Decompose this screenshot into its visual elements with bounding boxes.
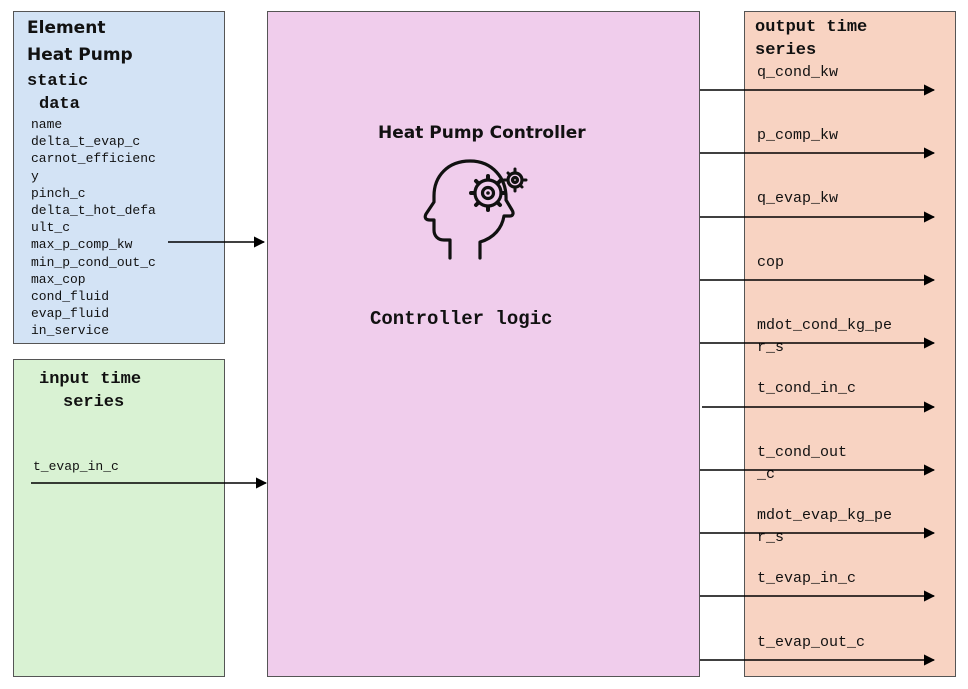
output-field: t_cond_in_c: [757, 380, 857, 397]
output-time-series-box: [744, 11, 956, 677]
output-field: q_evap_kw: [757, 190, 839, 207]
static-data-box: [13, 11, 225, 344]
static-field: in_service: [31, 323, 110, 339]
output-field: t_cond_out _c: [757, 444, 848, 483]
static-field: delta_t_hot_defa: [31, 203, 156, 219]
input-field: t_evap_in_c: [33, 459, 119, 474]
output-title-line1: output time: [755, 18, 868, 37]
static-field: max_cop: [31, 271, 86, 287]
static-field: min_p_cond_out_c: [31, 254, 156, 270]
static-field: pinch_c: [31, 185, 86, 201]
controller-box: [267, 11, 700, 677]
input-time-series-box: [13, 359, 225, 677]
output-field: t_evap_in_c: [757, 570, 857, 587]
controller-title: Heat Pump Controller: [378, 123, 586, 143]
static-field: max_p_comp_kw: [31, 237, 133, 253]
controller-logic-label: Controller logic: [370, 308, 553, 330]
static-field: cond_fluid: [31, 289, 110, 305]
input-title-line2: series: [63, 393, 125, 412]
output-field: p_comp_kw: [757, 127, 839, 144]
output-field: mdot_cond_kg_pe r_s: [757, 317, 893, 356]
static-field: evap_fluid: [31, 306, 110, 322]
element-label: Element: [27, 18, 106, 38]
data-label: data: [39, 95, 80, 114]
component-label: Heat Pump: [27, 45, 133, 65]
static-field: delta_t_evap_c: [31, 134, 141, 150]
static-field-list: name delta_t_evap_c carnot_efficienc y p…: [31, 116, 156, 340]
output-field: t_evap_out_c: [757, 634, 866, 651]
static-field: y: [31, 168, 39, 184]
static-field: ult_c: [31, 220, 71, 236]
head-with-gear-icon: [423, 159, 528, 260]
static-field: carnot_efficienc: [31, 151, 156, 167]
output-title-line2: series: [755, 41, 817, 60]
static-label: static: [27, 72, 89, 91]
static-field: name: [31, 117, 63, 132]
output-field: mdot_evap_kg_pe r_s: [757, 507, 893, 546]
output-field: cop: [757, 254, 785, 271]
input-title-line1: input time: [39, 370, 142, 389]
output-field: q_cond_kw: [757, 64, 839, 81]
